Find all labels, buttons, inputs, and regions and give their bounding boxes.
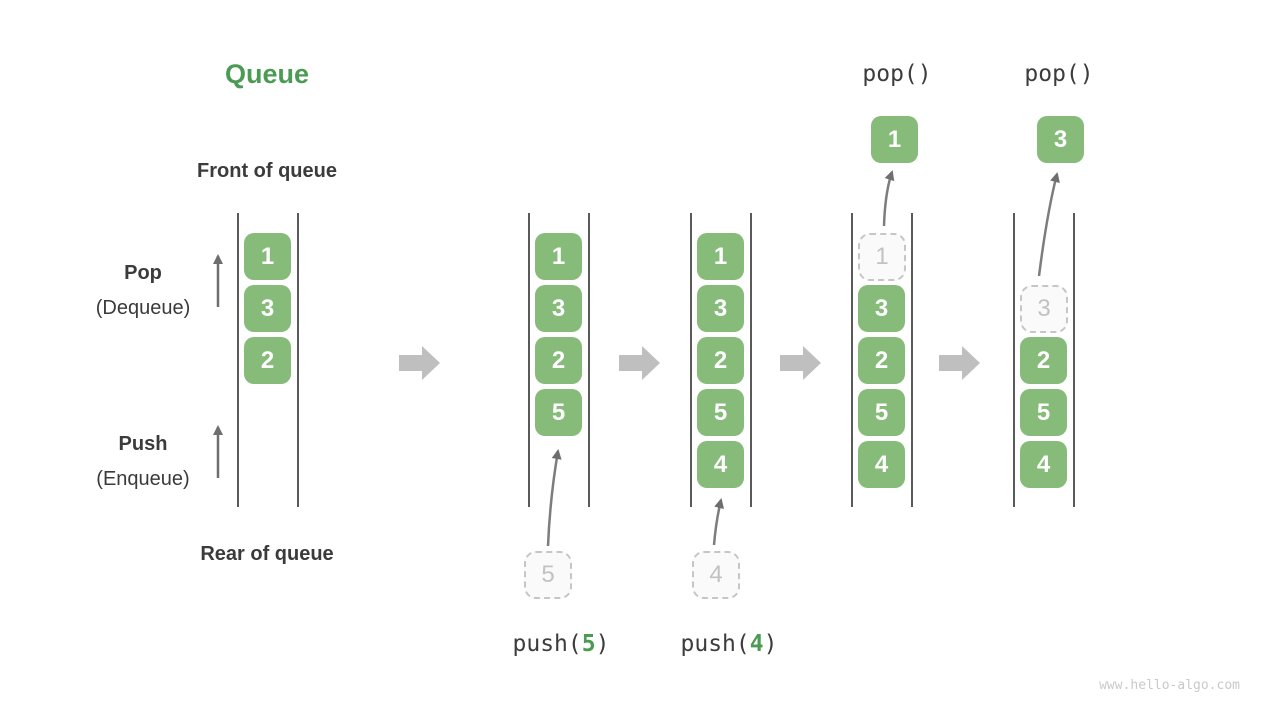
queue-cell-ghost: 1 — [858, 233, 906, 281]
push-label: Push — [118, 433, 168, 455]
queue3-left-wall — [690, 213, 692, 507]
queue-cell: 1 — [697, 233, 744, 280]
queue-cell: 2 — [697, 337, 744, 384]
queue-cell: 3 — [697, 285, 744, 332]
queue3-right-wall — [750, 213, 752, 507]
pop1-arrow-icon — [882, 170, 895, 227]
queue-cell: 2 — [858, 337, 905, 384]
queue-cell: 2 — [244, 337, 291, 384]
watermark: www.hello-algo.com — [1099, 678, 1240, 693]
queue2-left-wall — [528, 213, 530, 507]
state-transition-arrow-icon-3 — [780, 346, 821, 380]
dequeue-label: (Dequeue) — [95, 297, 191, 319]
push-arg-text: 5 — [581, 631, 596, 657]
queue-cell: 1 — [535, 233, 582, 280]
popped-cell: 1 — [871, 116, 918, 163]
state-transition-arrow-icon-2 — [619, 346, 660, 380]
queue5-right-wall — [1073, 213, 1075, 507]
queue-cell: 4 — [697, 441, 744, 488]
state-transition-arrow-icon-1 — [399, 346, 440, 380]
pop-label: Pop — [124, 262, 162, 284]
pending-push-cell: 5 — [524, 551, 572, 599]
queue-cell: 5 — [1020, 389, 1067, 436]
queue-cell: 1 — [244, 233, 291, 280]
queue1-left-wall — [237, 213, 239, 507]
queue-cell: 5 — [535, 389, 582, 436]
state-transition-arrow-icon-4 — [939, 346, 980, 380]
queue-cell: 3 — [244, 285, 291, 332]
queue-cell: 2 — [535, 337, 582, 384]
push-arg-text: 4 — [749, 631, 764, 657]
queue5-left-wall — [1013, 213, 1015, 507]
queue4-left-wall — [851, 213, 853, 507]
queue4-right-wall — [911, 213, 913, 507]
queue-cell: 3 — [858, 285, 905, 332]
queue-cell: 3 — [535, 285, 582, 332]
enqueue-label: (Enqueue) — [96, 468, 190, 490]
push-first-operation-label: push(5) — [513, 631, 610, 657]
push4-arrow-icon — [712, 498, 725, 546]
push5-arrow-icon — [546, 449, 562, 547]
queue2-right-wall — [588, 213, 590, 507]
queue-cell: 5 — [697, 389, 744, 436]
pop-second-operation-label: pop() — [1024, 61, 1094, 87]
push-fn-text: push( — [512, 631, 582, 657]
front-of-queue-label: Front of queue — [197, 160, 337, 182]
queue-cell: 5 — [858, 389, 905, 436]
push-second-operation-label: push(4) — [681, 631, 778, 657]
rear-of-queue-label: Rear of queue — [200, 543, 334, 565]
push-close-paren: ) — [763, 631, 778, 657]
queue-cell: 4 — [858, 441, 905, 488]
queue-cell: 4 — [1020, 441, 1067, 488]
queue-cell-ghost: 3 — [1020, 285, 1068, 333]
pop-first-operation-label: pop() — [862, 61, 932, 87]
queue-cell: 2 — [1020, 337, 1067, 384]
diagram-title: Queue — [224, 59, 310, 89]
pop3-arrow-icon — [1037, 172, 1060, 277]
queue1-right-wall — [297, 213, 299, 507]
popped-cell: 3 — [1037, 116, 1084, 163]
push-fn-text: push( — [680, 631, 750, 657]
push-close-paren: ) — [595, 631, 610, 657]
pending-push-cell: 4 — [692, 551, 740, 599]
